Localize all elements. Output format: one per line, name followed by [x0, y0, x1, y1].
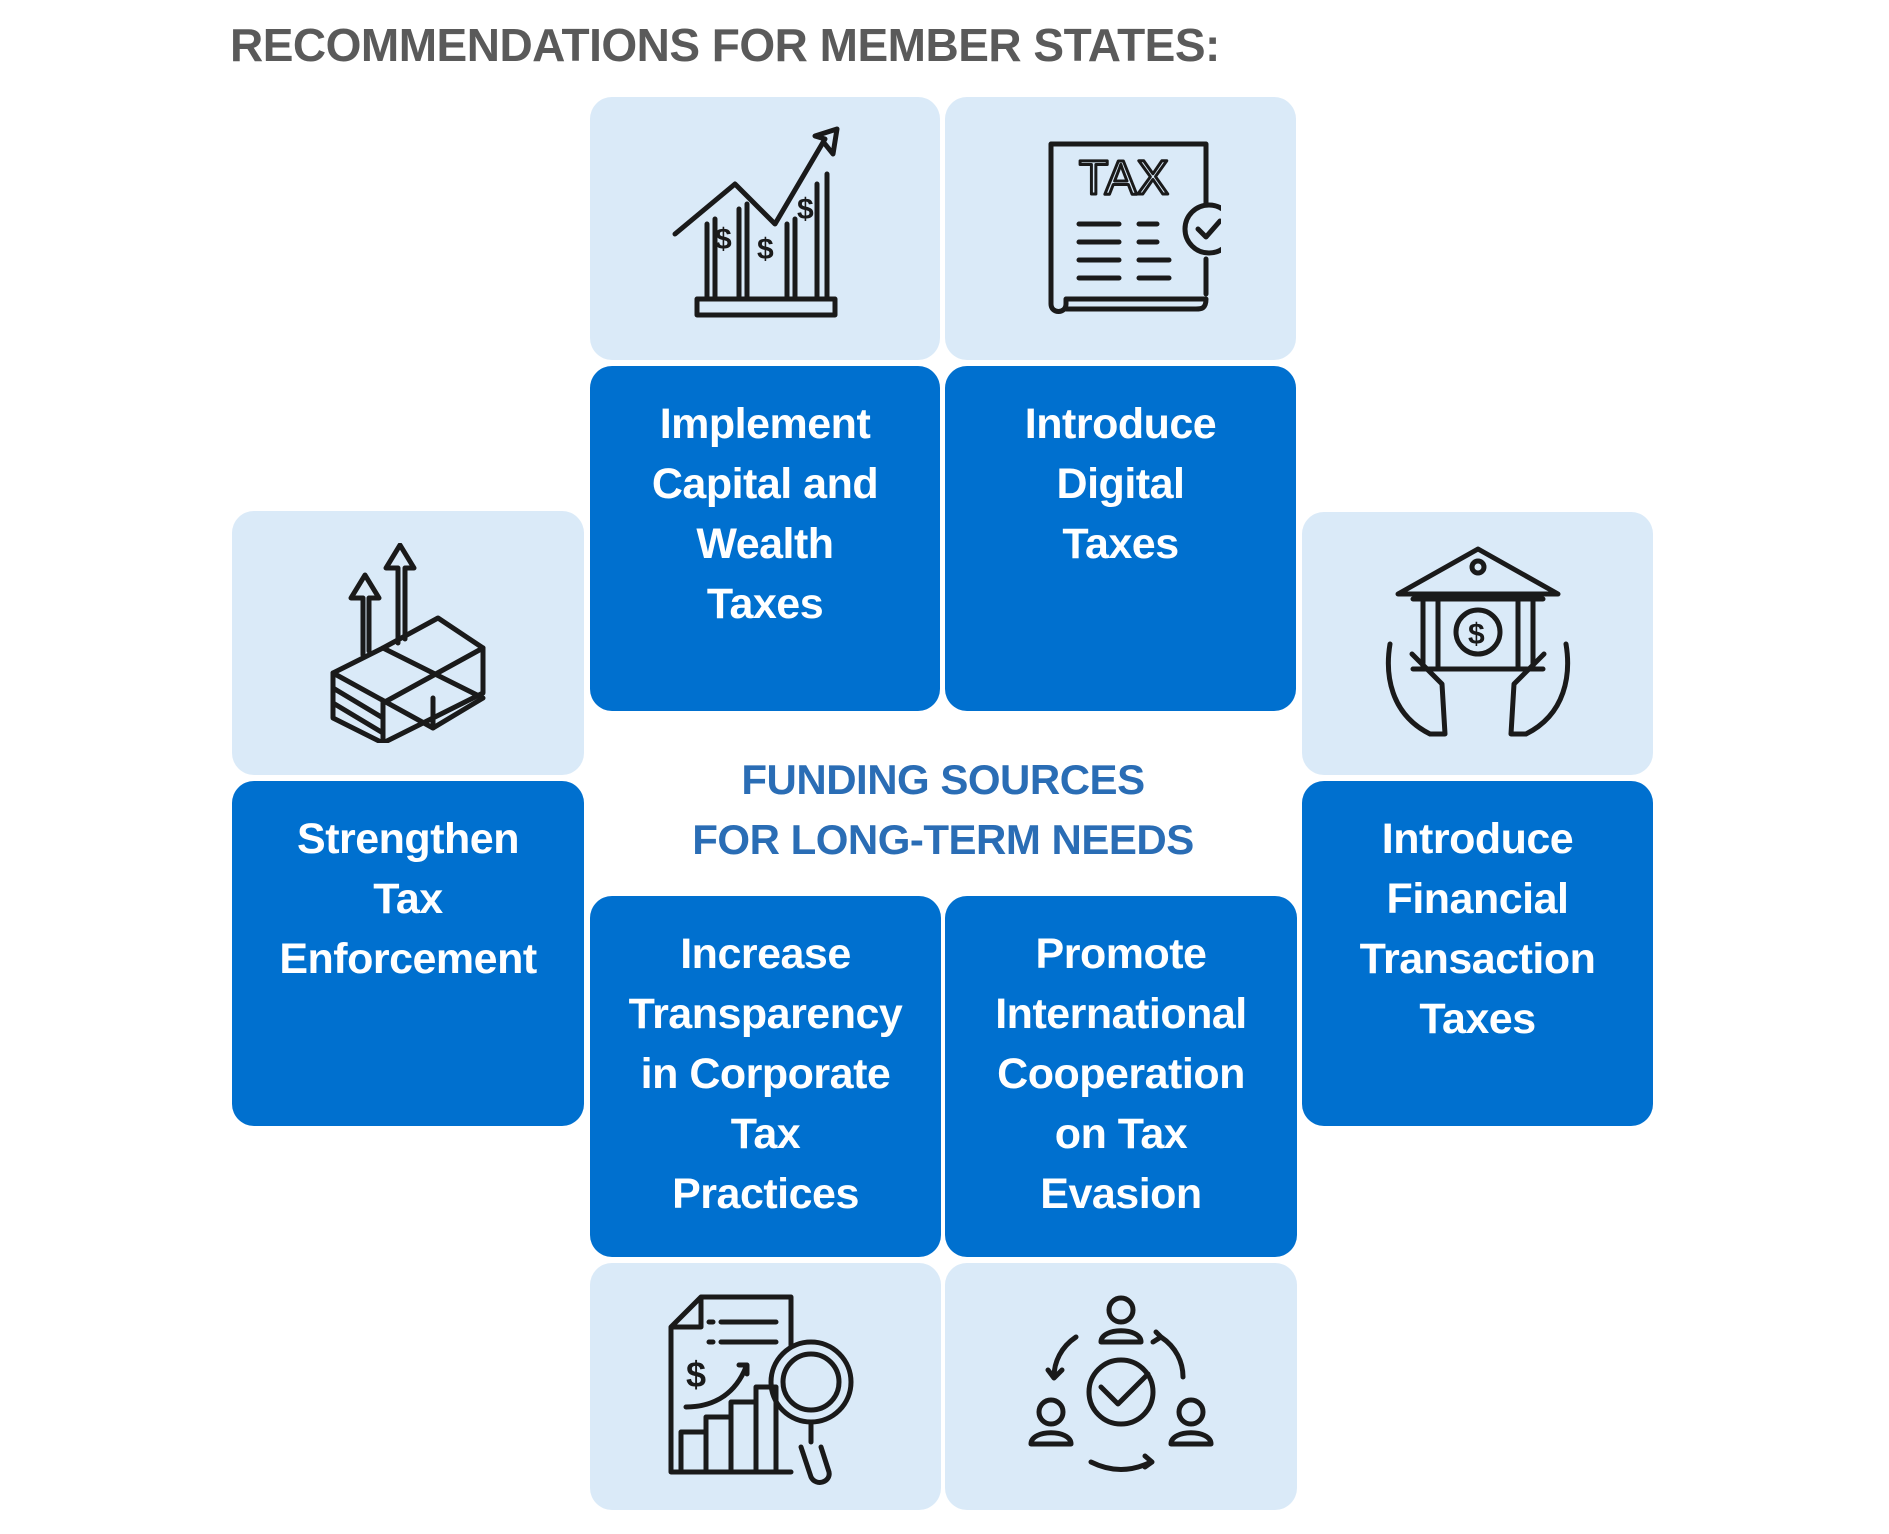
card-international-cooperation: Promote International Cooperation on Tax…: [945, 896, 1297, 1257]
card-text: Transparency: [628, 990, 903, 1038]
card-text: International: [995, 990, 1247, 1038]
card-text: Enforcement: [279, 935, 537, 983]
bank-hands-icon: $: [1385, 546, 1570, 736]
card-text: Taxes: [1419, 995, 1536, 1043]
card-text: in Corporate: [640, 1050, 891, 1098]
card-text: Capital and: [651, 460, 879, 508]
icon-tile-corporate-transparency: $: [590, 1263, 941, 1510]
icon-tile-capital-wealth: $ $ $: [590, 97, 940, 360]
card-text: Tax: [373, 875, 443, 923]
center-heading: FUNDING SOURCES FOR LONG-TERM NEEDS: [584, 750, 1302, 870]
svg-text:$: $: [1468, 618, 1485, 651]
icon-tile-enforcement: [232, 511, 584, 775]
center-heading-line: FUNDING SOURCES: [741, 756, 1145, 803]
svg-text:$: $: [715, 223, 732, 256]
page-title: RECOMMENDATIONS FOR MEMBER STATES:: [230, 19, 1220, 71]
card-text: Taxes: [1062, 520, 1179, 568]
card-text: Introduce: [1024, 400, 1217, 448]
card-text: Implement: [659, 400, 871, 448]
card-text: Promote: [1035, 930, 1207, 978]
card-text: Cooperation: [997, 1050, 1245, 1098]
icon-tile-international-cooperation: [945, 1263, 1297, 1510]
report-magnifier-icon: $: [668, 1294, 853, 1485]
svg-text:$: $: [797, 193, 814, 226]
card-tax-enforcement: Strengthen Tax Enforcement: [232, 781, 584, 1126]
growth-chart-icon: $ $ $: [672, 126, 840, 317]
card-capital-wealth-taxes: Implement Capital and Wealth Taxes: [590, 366, 940, 711]
card-financial-transaction-taxes: Introduce Financial Transaction Taxes: [1302, 781, 1653, 1126]
card-text: Financial: [1386, 875, 1569, 923]
money-stack-icon: [330, 543, 486, 743]
svg-text:$: $: [757, 233, 774, 266]
people-cycle-icon: [1028, 1295, 1214, 1472]
card-corporate-transparency: Increase Transparency in Corporate Tax P…: [590, 896, 941, 1257]
card-text: Practices: [672, 1170, 859, 1218]
card-text: Digital: [1056, 460, 1185, 508]
icon-tile-digital: TAX: [945, 97, 1296, 360]
tax-document-icon: TAX: [1048, 141, 1221, 314]
card-text: Evasion: [1040, 1170, 1202, 1218]
card-text: on Tax: [1054, 1110, 1188, 1158]
card-text: Transaction: [1359, 935, 1596, 983]
card-text: Increase: [680, 930, 851, 978]
card-text: Wealth: [696, 520, 834, 568]
card-text: Introduce: [1381, 815, 1574, 863]
svg-text:$: $: [686, 1354, 706, 1395]
card-text: Taxes: [706, 580, 824, 628]
card-text: Strengthen: [297, 815, 519, 863]
svg-text:TAX: TAX: [1079, 152, 1169, 205]
card-digital-taxes: Introduce Digital Taxes: [945, 366, 1296, 711]
icon-tile-financial-transaction: $: [1302, 512, 1653, 775]
center-heading-line: FOR LONG-TERM NEEDS: [692, 816, 1194, 863]
card-text: Tax: [730, 1110, 801, 1158]
